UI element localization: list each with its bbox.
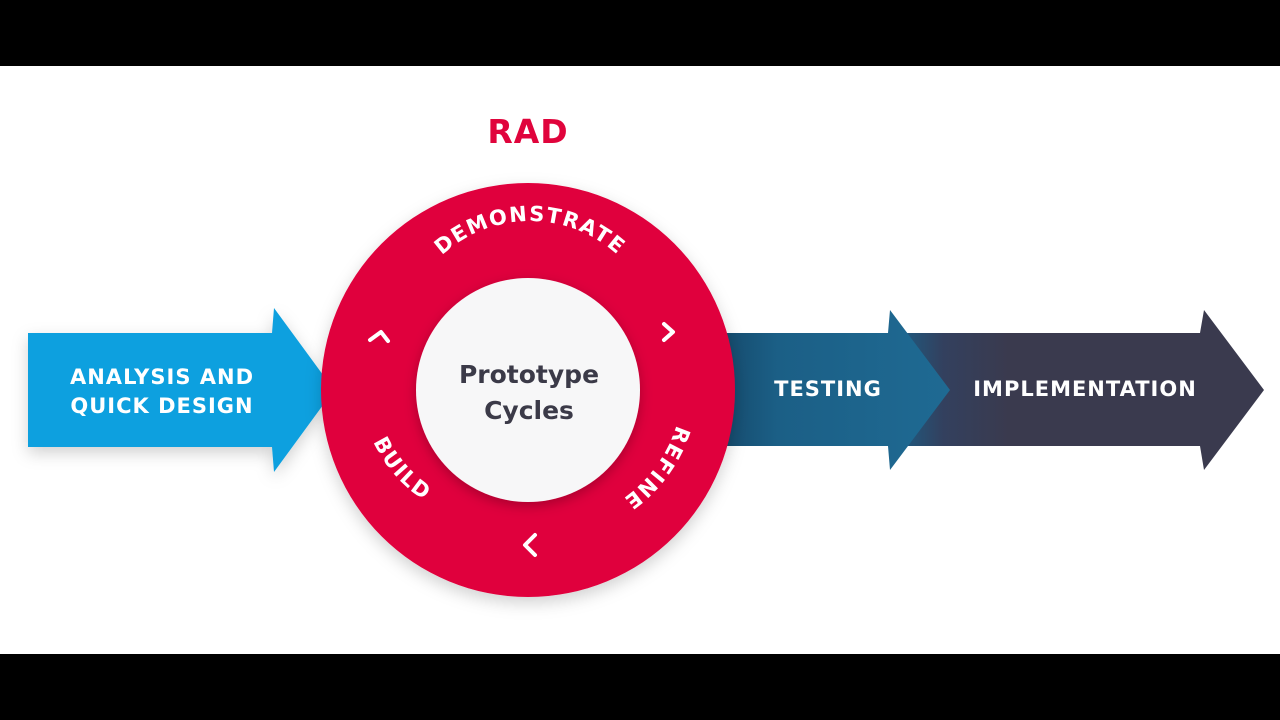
cycle-center-disc [416,278,640,502]
cycle-center-label: Prototype Cycles [418,357,640,429]
analysis-stage-line-2: QUICK DESIGN [70,394,254,418]
diagram-title: RAD [487,112,569,151]
bottom-letterbox [0,654,1280,720]
implementation-arrow [900,310,1264,470]
analysis-stage-label: ANALYSIS AND QUICK DESIGN [36,363,288,421]
testing-arrow [720,310,950,470]
chevron-top-right-icon [662,322,675,342]
analysis-stage-line-1: ANALYSIS AND [69,365,255,389]
testing-stage-label: TESTING [774,377,882,401]
cycle-center-line-1: Prototype [458,360,600,389]
implementation-stage-label: IMPLEMENTATION [973,377,1197,401]
chevron-top-left-icon [368,330,390,343]
analysis-arrow [28,308,334,472]
cycle-center-line-2: Cycles [484,396,574,425]
top-letterbox [0,0,1280,66]
chevron-bottom-icon [523,533,537,557]
